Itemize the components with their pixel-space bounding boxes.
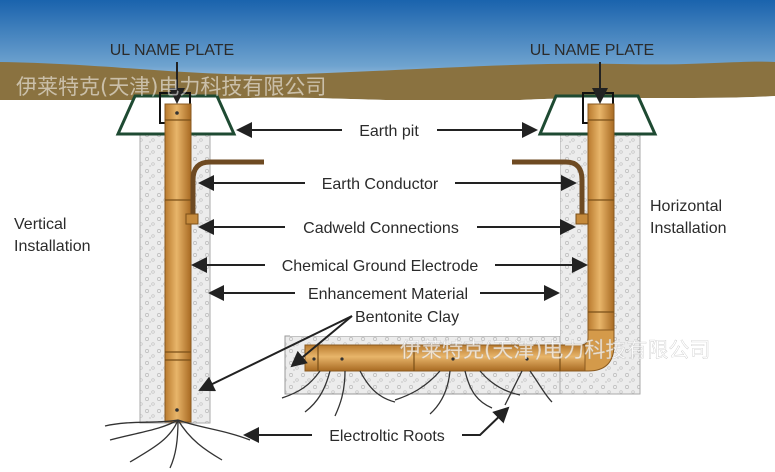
label-vertical-2: Installation (14, 238, 91, 255)
left-electrode-pipe (164, 103, 192, 423)
horizontal-electrode-pipe (304, 344, 586, 372)
label-earth-conductor: Earth Conductor (322, 176, 439, 193)
label-horizontal-1: Horizontal (650, 198, 722, 215)
soil-layer (0, 61, 775, 103)
watermark-bottom: 伊莱特克(天津)电力科技有限公司 (400, 338, 710, 362)
label-name-plate-left: UL NAME PLATE (110, 42, 234, 59)
right-electrode-pipe (587, 103, 615, 337)
label-name-plate-right: UL NAME PLATE (530, 42, 654, 59)
label-electrode: Chemical Ground Electrode (282, 258, 479, 275)
label-cadweld: Cadweld Connections (303, 220, 459, 237)
label-earth-pit: Earth pit (359, 123, 419, 140)
label-vertical-1: Vertical (14, 216, 66, 233)
arrows (169, 62, 608, 443)
horizontal-roots (281, 370, 553, 417)
label-horizontal-2: Installation (650, 220, 727, 237)
watermark-top: 伊莱特克(天津)电力科技有限公司 (16, 75, 326, 99)
left-roots (104, 419, 251, 469)
right-earth-conductor (512, 159, 585, 220)
label-bentonite: Bentonite Clay (355, 309, 459, 326)
label-enhancement: Enhancement Material (308, 286, 468, 303)
left-earth-conductor (190, 159, 264, 220)
label-roots: Electroltic Roots (329, 428, 445, 445)
